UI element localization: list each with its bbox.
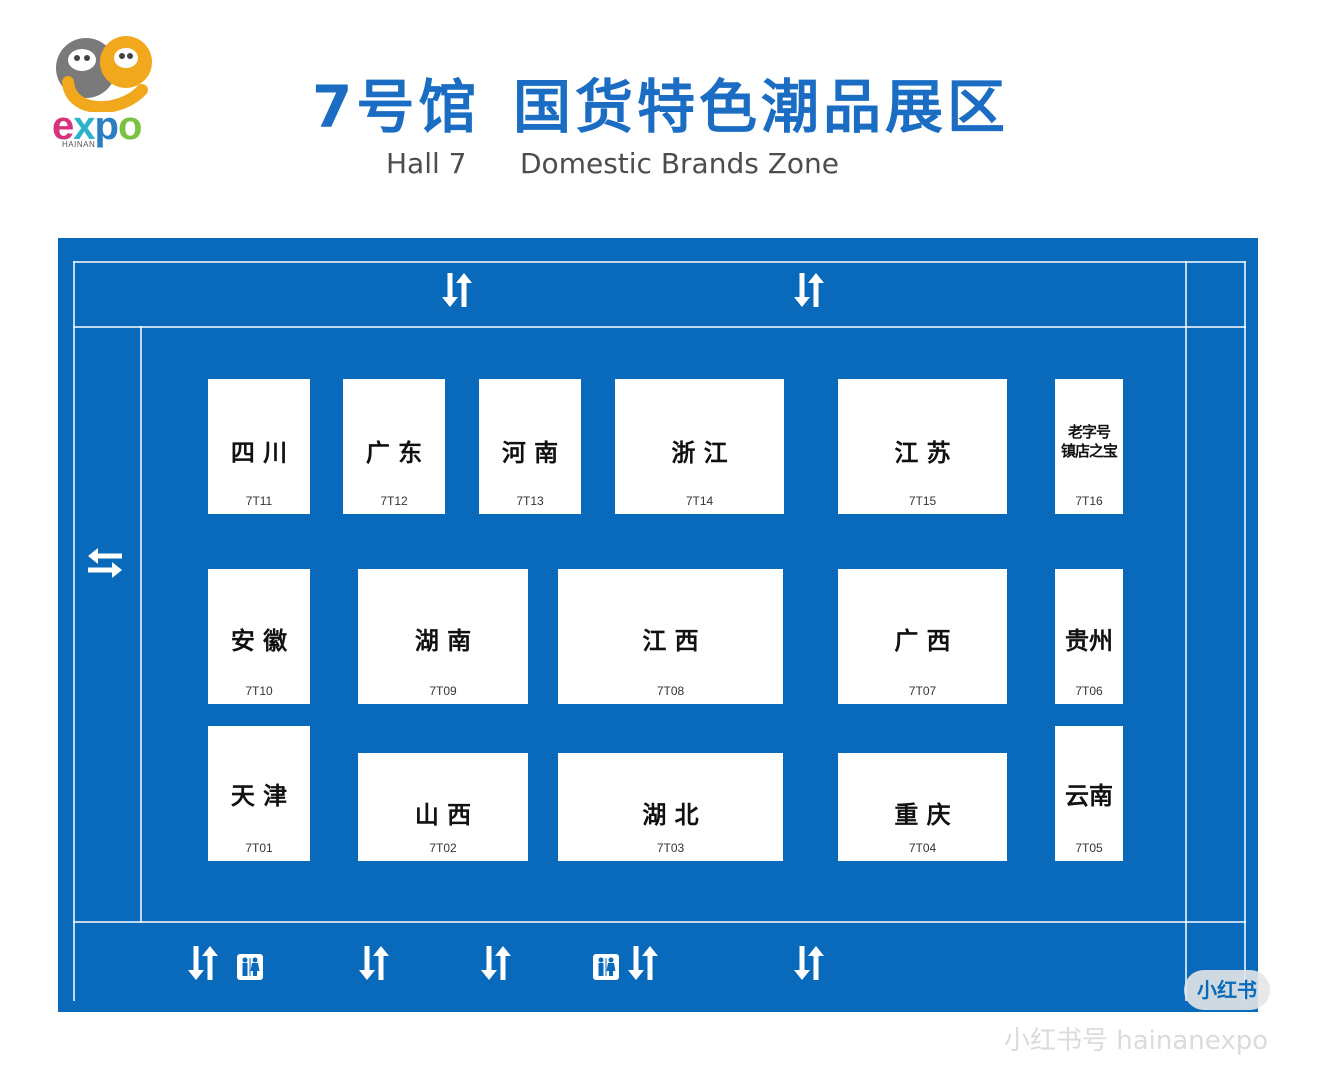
booth-7T14[interactable]: 浙 江 7T14 <box>615 379 784 514</box>
expo-logo: expo HAINAN <box>50 32 165 152</box>
booth-code: 7T01 <box>245 841 273 855</box>
logo-wordmark: expo <box>52 104 142 148</box>
aisle-line <box>1244 261 1246 1001</box>
watermark-text: 小红书号 hainanexpo <box>1004 1026 1269 1056</box>
booth-code: 7T11 <box>245 494 273 508</box>
booth-7T16[interactable]: 老字号 镇店之宝 7T16 <box>1055 379 1123 514</box>
booth-7T12[interactable]: 广 东 7T12 <box>343 379 445 514</box>
booth-7T09[interactable]: 湖 南 7T09 <box>358 569 528 704</box>
booth-code: 7T06 <box>1075 684 1103 698</box>
aisle-line <box>73 261 1246 263</box>
booth-code: 7T05 <box>1075 841 1103 855</box>
booth-code: 7T13 <box>516 494 544 508</box>
aisle-line <box>73 921 1246 923</box>
restroom-icon <box>593 954 619 980</box>
booth-province: 云南 <box>1065 782 1113 810</box>
booth-province: 湖 南 <box>414 627 472 655</box>
up-down-arrows-icon <box>359 946 389 980</box>
booth-code: 7T03 <box>656 841 685 855</box>
booth-code: 7T09 <box>429 684 457 698</box>
booth-7T05[interactable]: 云南 7T05 <box>1055 726 1123 861</box>
booth-code: 7T02 <box>429 841 457 855</box>
booth-7T10[interactable]: 安 徽 7T10 <box>208 569 310 704</box>
up-down-arrows-icon <box>628 946 658 980</box>
booth-province: 老字号 镇店之宝 <box>1060 423 1118 460</box>
booth-province: 重 庆 <box>894 801 951 829</box>
booth-7T01[interactable]: 天 津 7T01 <box>208 726 310 861</box>
booth-code: 7T12 <box>380 494 408 508</box>
booth-province: 山 西 <box>414 801 472 829</box>
booth-7T04[interactable]: 重 庆 7T04 <box>838 753 1007 861</box>
up-down-arrows-icon <box>794 946 824 980</box>
booth-code: 7T08 <box>656 684 685 698</box>
booth-province: 江 西 <box>642 627 699 655</box>
booth-7T02[interactable]: 山 西 7T02 <box>358 753 528 861</box>
booth-code: 7T07 <box>908 684 937 698</box>
zone-title-chinese: 国货特色潮品展区 <box>513 73 1010 141</box>
booth-code: 7T16 <box>1075 494 1103 508</box>
hall-title-chinese: 7号馆 <box>312 73 481 141</box>
xiaohongshu-badge: 小红书 <box>1184 970 1270 1010</box>
booth-province: 天 津 <box>230 782 288 810</box>
booth-province: 湖 北 <box>642 801 699 829</box>
up-down-arrows-icon <box>481 946 511 980</box>
hall-title-english: Hall 7 <box>386 147 467 180</box>
booth-7T08[interactable]: 江 西 7T08 <box>558 569 783 704</box>
booth-7T15[interactable]: 江 苏 7T15 <box>838 379 1007 514</box>
booth-7T06[interactable]: 贵州 7T06 <box>1055 569 1123 704</box>
booth-province: 广 东 <box>365 439 423 467</box>
up-down-arrows-icon <box>442 273 472 307</box>
monkey-logo-icon <box>56 36 152 114</box>
booth-7T03[interactable]: 湖 北 7T03 <box>558 753 783 861</box>
logo-subtext: HAINAN <box>62 140 96 149</box>
restroom-icon <box>237 954 263 980</box>
aisle-line <box>140 326 142 923</box>
booth-7T11[interactable]: 四 川 7T11 <box>208 379 310 514</box>
booth-code: 7T14 <box>685 494 714 508</box>
booth-7T13[interactable]: 河 南 7T13 <box>479 379 581 514</box>
booth-code: 7T15 <box>908 494 937 508</box>
booth-province: 江 苏 <box>894 439 951 467</box>
zone-title-english: Domestic Brands Zone <box>520 147 840 180</box>
booth-code: 7T10 <box>245 684 273 698</box>
booth-province: 浙 江 <box>671 439 728 467</box>
booth-province: 广 西 <box>894 627 951 655</box>
aisle-line <box>1185 261 1187 1001</box>
up-down-arrows-icon <box>188 946 218 980</box>
booth-province: 安 徽 <box>230 627 288 655</box>
booth-7T07[interactable]: 广 西 7T07 <box>838 569 1007 704</box>
hall-floor-plan: 四 川 7T11 广 东 7T12 河 南 7T13 浙 江 7T14 江 苏 … <box>58 238 1258 1012</box>
booth-code: 7T04 <box>908 841 937 855</box>
booth-province: 四 川 <box>230 439 288 467</box>
left-right-arrows-icon <box>88 548 122 578</box>
aisle-line <box>73 326 1246 328</box>
booth-province: 河 南 <box>501 439 559 467</box>
up-down-arrows-icon <box>794 273 824 307</box>
aisle-line <box>73 261 75 1001</box>
booth-province: 贵州 <box>1065 627 1113 655</box>
